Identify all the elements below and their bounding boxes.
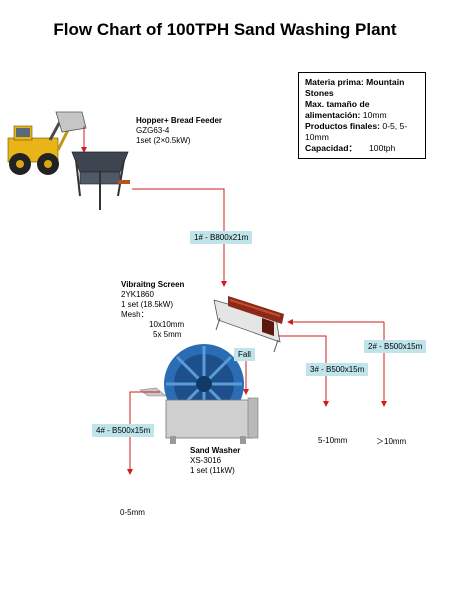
hopper-spec: 1set (2×0.5kW) [136,136,191,145]
hopper-name: Hopper+ Bread Feeder [136,116,223,125]
screen-name: Vibraitng Screen [121,280,185,289]
screen-mesh-label: Mesh： [121,310,149,319]
conveyor-label-1: 1# - B800x21m [190,231,253,244]
page-title: Flow Chart of 100TPH Sand Washing Plant [53,20,397,39]
materia-label: Materia prima: [305,77,364,87]
flow-line [132,188,227,287]
screen-spec: 1 set (18.5kW) [121,300,174,309]
screen-mesh-2: 5x 5mm [153,330,182,339]
max-value: 10mm [362,110,387,120]
flow-line [278,335,329,407]
screen-label: Vibraitng Screen 2YK1860 1 set (18.5kW) … [121,280,221,340]
hopper-label: Hopper+ Bread Feeder GZG63-4 1set (2×0.5… [136,116,246,146]
washer-model: XS-3016 [190,456,222,465]
conveyor-label-4: 4# - B500x15m [92,424,155,437]
capacidad-value: 100tph [369,143,396,153]
vibrating-screen-icon [213,296,284,353]
output-0-5mm: 0-5mm [120,508,145,517]
conveyor-label-3: 3# - B500x15m [306,363,369,376]
conveyor-label-2: 2# - B500x15m [364,340,427,353]
screen-mesh-1: 10x10mm [149,320,185,329]
specs-box: Materia prima: Mountain Stones Max. tama… [298,72,426,159]
productos-label: Productos finales: [305,121,380,131]
materia-value: Mountain Stones [305,77,405,98]
productos-value: 0-5, 5-10mm [305,121,408,142]
output-over-10mm: ＞10mm [376,437,407,446]
hopper-feeder-icon [71,151,130,210]
screen-model: 2YK1860 [121,290,154,299]
washer-label: Sand Washer XS-3016 1 set (11kW) [190,446,290,476]
hopper-model: GZG63-4 [136,126,170,135]
max-label: Max. tamaño de alimentación: [305,99,370,120]
fall-label: Fall [234,348,255,361]
wheel-loader-icon [7,111,87,175]
output-5-10mm: 5-10mm [318,436,348,445]
washer-spec: 1 set (11kW) [190,466,235,475]
washer-name: Sand Washer [190,446,241,455]
capacidad-label: Capacidad： [305,143,358,153]
flow-line [127,391,160,475]
sand-washer-icon [139,344,259,444]
